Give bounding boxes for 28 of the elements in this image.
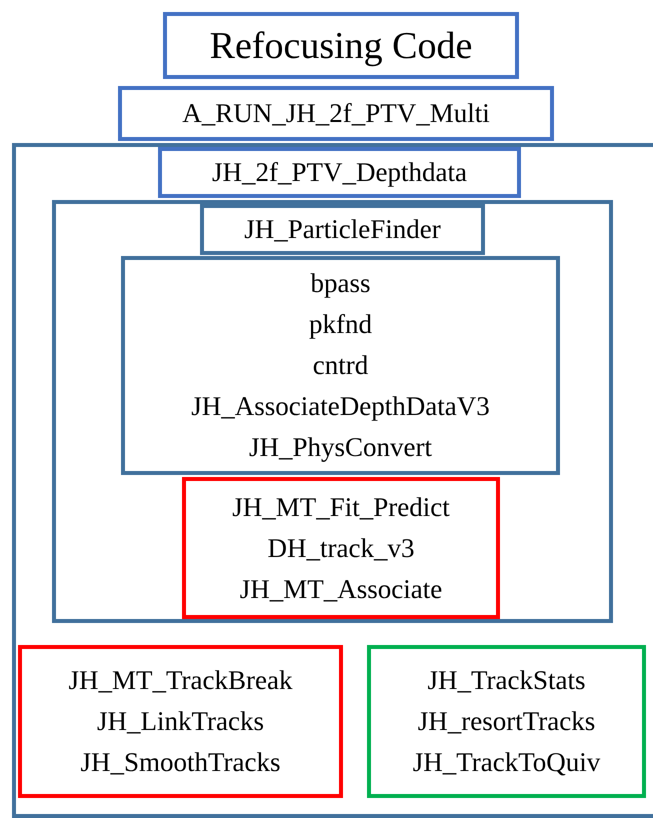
module-tab xyxy=(158,147,521,198)
function-name: JH_TrackStats xyxy=(427,664,586,697)
function-name: JH_LinkTracks xyxy=(96,705,264,738)
module-tab xyxy=(200,204,485,255)
title: Refocusing Code xyxy=(210,24,472,68)
function-box xyxy=(18,645,343,798)
function-name: JH_2f_PTV_Depthdata xyxy=(212,156,467,189)
function-box xyxy=(367,645,646,798)
function-name: JH_MT_Associate xyxy=(240,572,442,606)
function-name: DH_track_v3 xyxy=(268,532,414,564)
function-name: JH_TrackToQuiv xyxy=(412,746,600,779)
function-name: cntrd xyxy=(312,349,368,382)
function-name: JH_resortTracks xyxy=(418,705,596,738)
function-name: A_RUN_JH_2f_PTV_Multi xyxy=(182,97,490,130)
function-box xyxy=(182,477,500,619)
module-frame xyxy=(12,143,653,818)
module-frame xyxy=(52,200,613,623)
function-name: JH_MT_Fit_Predict xyxy=(232,490,450,524)
function-name: JH_MT_TrackBreak xyxy=(68,664,292,697)
function-name: JH_AssociateDepthDataV3 xyxy=(191,390,490,423)
function-name: bpass xyxy=(310,267,370,300)
function-name: JH_ParticleFinder xyxy=(244,213,441,246)
function-box xyxy=(121,256,560,475)
title-box xyxy=(163,12,519,79)
function-name: JH_SmoothTracks xyxy=(80,746,281,779)
function-name: pkfnd xyxy=(309,308,372,341)
script-box xyxy=(118,86,554,141)
function-name: JH_PhysConvert xyxy=(248,431,432,464)
